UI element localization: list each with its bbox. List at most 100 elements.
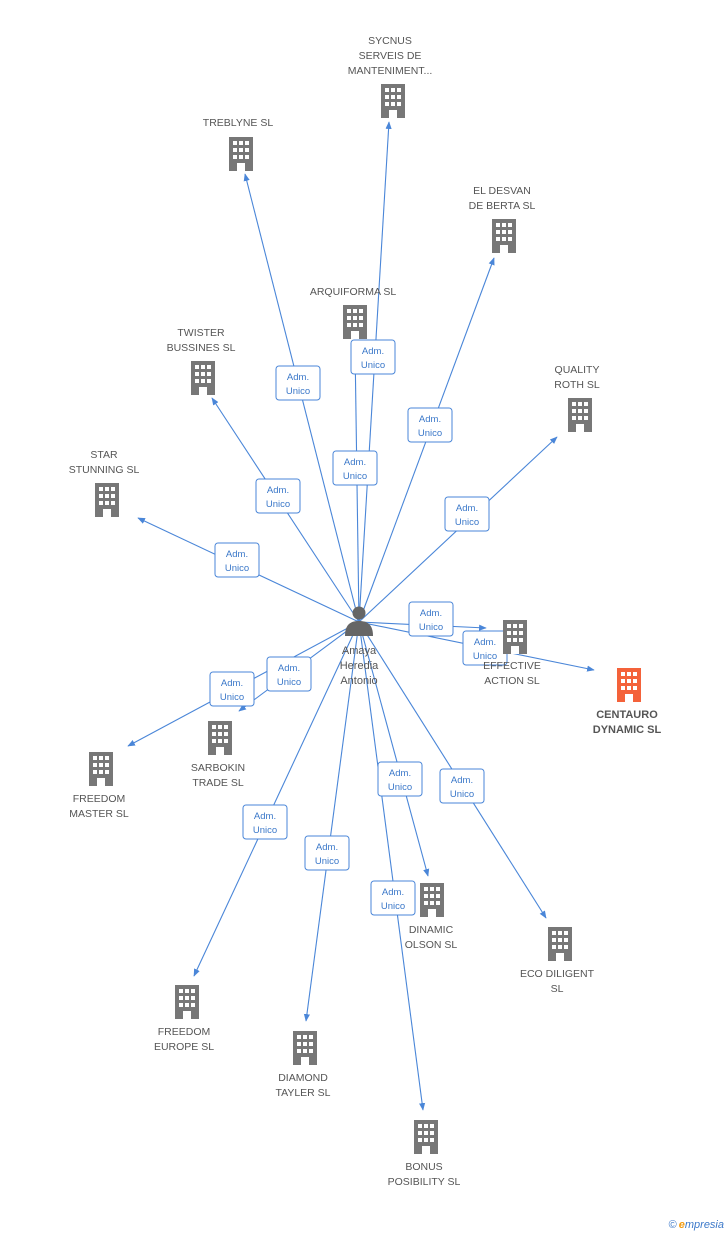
edge-label-text: Adm. bbox=[451, 775, 473, 786]
edge-label-text: Adm. bbox=[420, 608, 442, 619]
building-icon bbox=[568, 398, 592, 432]
building-icon bbox=[229, 137, 253, 171]
person-icon bbox=[345, 606, 373, 636]
edge-label-text: Adm. bbox=[316, 842, 338, 853]
edge-label-text: Unico bbox=[361, 360, 385, 371]
building-icon bbox=[343, 305, 367, 339]
person-name: Heredia bbox=[340, 660, 379, 672]
company-name: ROTH SL bbox=[554, 379, 600, 391]
company-node-freedom-master[interactable]: FREEDOM MASTER SL bbox=[69, 752, 129, 820]
company-name: DIAMOND bbox=[278, 1072, 328, 1084]
company-name: FREEDOM bbox=[73, 793, 126, 805]
company-name: TRADE SL bbox=[192, 777, 244, 789]
edge-label-diamond-tayler[interactable]: Adm. Unico bbox=[304, 835, 350, 871]
edge-label-text: Adm. bbox=[221, 678, 243, 689]
edge-label-text: Adm. bbox=[287, 372, 309, 383]
edge-label-text: Unico bbox=[225, 563, 249, 574]
edge-label-quality-roth[interactable]: Adm. Unico bbox=[444, 496, 490, 532]
brand-e-logo: e bbox=[678, 1219, 685, 1231]
edges-layer: Adm.UnicoAdm.UnicoAdm.UnicoAdm.UnicoAdm.… bbox=[127, 121, 595, 1111]
building-icon bbox=[503, 620, 527, 654]
building-icon bbox=[381, 84, 405, 118]
edge-label-box bbox=[377, 761, 423, 797]
company-name: EFFECTIVE bbox=[483, 660, 541, 672]
company-node-treblyne[interactable]: TREBLYNE SL bbox=[203, 117, 274, 171]
edge-label-box bbox=[242, 804, 288, 840]
edge-label-text: Unico bbox=[455, 517, 479, 528]
edge-label-text: Unico bbox=[388, 782, 412, 793]
building-icon bbox=[89, 752, 113, 786]
company-name: BONUS bbox=[405, 1161, 442, 1173]
edge-label-text: Unico bbox=[450, 789, 474, 800]
building-icon bbox=[191, 361, 215, 395]
brand-watermark: ©empresia bbox=[669, 1219, 724, 1231]
edge-label-sycnus[interactable]: Adm.Unico bbox=[350, 339, 396, 375]
edge-label-text: Unico bbox=[286, 386, 310, 397]
edge-label-text: Adm. bbox=[456, 503, 478, 514]
copyright-symbol: © bbox=[668, 1219, 677, 1231]
company-name: STAR bbox=[90, 449, 118, 461]
edge-label-freedom-master[interactable]: Adm.Unico bbox=[209, 671, 255, 707]
edge-label-text: Unico bbox=[277, 677, 301, 688]
edge-label-treblyne[interactable]: Adm. Unico bbox=[275, 365, 321, 401]
company-name: DE BERTA SL bbox=[469, 200, 536, 212]
edge-label-text: Adm. bbox=[389, 768, 411, 779]
company-name: SL bbox=[551, 983, 564, 995]
edge-label-text: Adm. bbox=[278, 663, 300, 674]
edge-label-text: Unico bbox=[381, 901, 405, 912]
company-name: SERVEIS DE bbox=[359, 50, 422, 62]
edge-label-eco-diligent[interactable]: Adm. Unico bbox=[439, 768, 485, 804]
edge-label-text: Unico bbox=[315, 856, 339, 867]
company-node-arquiforma[interactable]: ARQUIFORMA SL bbox=[310, 286, 397, 339]
company-name: CENTAURO bbox=[596, 709, 658, 721]
edge-label-box bbox=[444, 496, 490, 532]
edge-label-text: Adm. bbox=[226, 549, 248, 560]
edge-label-effective-action[interactable]: Adm. Unico bbox=[408, 601, 454, 637]
edge-label-text: Unico bbox=[418, 428, 442, 439]
building-icon-highlight bbox=[617, 668, 641, 702]
edge-label-box bbox=[350, 339, 396, 375]
company-node-centauro[interactable]: CENTAURO DYNAMIC SL bbox=[593, 668, 662, 736]
edge-label-box bbox=[439, 768, 485, 804]
edge-label-box bbox=[332, 450, 378, 486]
edge-label-box bbox=[275, 365, 321, 401]
edge-bonus-posibility bbox=[358, 621, 426, 1111]
edge-label-text: Adm. bbox=[344, 457, 366, 468]
company-name: ACTION SL bbox=[484, 675, 540, 687]
edge-label-arquiforma[interactable]: Adm.Unico bbox=[332, 450, 378, 486]
building-icon bbox=[175, 985, 199, 1019]
edge-label-box bbox=[407, 407, 453, 443]
company-node-effective-action[interactable]: EFFECTIVE ACTION SL bbox=[483, 620, 541, 687]
person-name: Antonio bbox=[340, 675, 377, 687]
company-name: SARBOKIN bbox=[191, 762, 245, 774]
edge-label-box bbox=[304, 835, 350, 871]
edge-label-dinamic-olson[interactable]: Adm. Unico bbox=[377, 761, 423, 797]
edge-label-text: Unico bbox=[419, 622, 443, 633]
edge-label-box bbox=[266, 656, 312, 692]
edge-label-text: Adm. bbox=[267, 485, 289, 496]
company-name: TWISTER bbox=[177, 327, 225, 339]
company-node-sarbokin[interactable]: SARBOKIN TRADE SL bbox=[191, 721, 245, 789]
edge-label-el-desvan[interactable]: Adm.Unico bbox=[407, 407, 453, 443]
edge-label-twister[interactable]: Adm.Unico bbox=[255, 478, 301, 514]
edge-label-sarbokin[interactable]: Adm. Unico bbox=[266, 656, 312, 692]
company-name: MASTER SL bbox=[69, 808, 129, 820]
edge-label-box bbox=[255, 478, 301, 514]
edge-label-star-stunning[interactable]: Adm. Unico bbox=[214, 542, 260, 578]
edge-label-freedom-europe[interactable]: Adm.Unico bbox=[242, 804, 288, 840]
edge-label-bonus-posibility[interactable]: Adm.Unico bbox=[370, 880, 416, 916]
company-name: DYNAMIC SL bbox=[593, 724, 662, 736]
building-icon bbox=[293, 1031, 317, 1065]
